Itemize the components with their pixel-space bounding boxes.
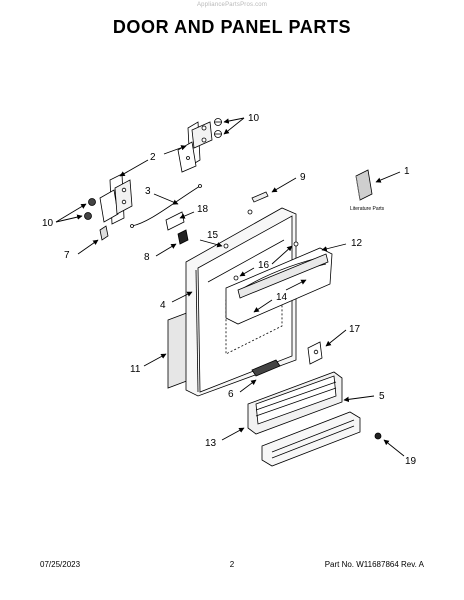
kick-panel-5-drawing	[247, 371, 343, 435]
callout-19: 19	[405, 456, 417, 467]
leader-1	[375, 171, 401, 183]
outer-panel-12-drawing	[225, 247, 333, 325]
callout-6: 6	[228, 389, 234, 400]
leader-10b2	[55, 214, 83, 223]
footer-page-number: 2	[229, 560, 235, 569]
callout-12: 12	[351, 238, 363, 249]
leader-15	[199, 239, 223, 248]
leader-10a	[223, 117, 245, 124]
callout-18: 18	[197, 204, 209, 215]
callout-14: 14	[276, 292, 288, 303]
toe-panel-13-drawing	[261, 411, 361, 467]
clip-8-drawing	[177, 229, 189, 245]
leader-14b	[253, 299, 273, 313]
screw-10-left-drawing	[84, 198, 96, 220]
leader-6	[239, 379, 257, 393]
leader-2	[163, 145, 187, 155]
screw-19-drawing	[374, 432, 382, 440]
literature-label: Literature Parts	[350, 206, 385, 212]
leader-2b	[119, 159, 149, 177]
callout-17: 17	[349, 324, 361, 335]
callout-13: 13	[205, 438, 217, 449]
callout-7: 7	[64, 250, 70, 261]
leader-11	[143, 353, 167, 367]
callout-8: 8	[144, 252, 150, 263]
callout-4: 4	[160, 300, 166, 311]
callout-5: 5	[379, 391, 385, 402]
leader-3	[153, 193, 179, 205]
screws-15-16-drawing	[223, 209, 299, 281]
footer-part-number: Part No. W11687864 Rev. A	[324, 560, 424, 569]
callout-10-left: 10	[42, 218, 54, 229]
cable-3-drawing	[130, 184, 202, 228]
callout-16: 16	[258, 260, 270, 271]
callout-9: 9	[300, 172, 306, 183]
leader-16b	[271, 245, 293, 265]
callout-10-right: 10	[248, 113, 260, 124]
footer-date: 07/25/2023	[40, 560, 81, 569]
leader-8	[155, 243, 177, 257]
bracket-9-drawing	[251, 191, 269, 203]
latch-17-drawing	[307, 341, 323, 365]
clip-7-drawing	[99, 225, 109, 241]
watermark: AppliancePartsPros.com	[196, 2, 268, 8]
leader-10b	[55, 203, 87, 223]
vent-6-drawing	[251, 359, 281, 377]
leader-10a2	[223, 117, 245, 135]
screw-10-right-drawing	[214, 118, 222, 138]
leader-12	[321, 243, 347, 252]
callout-2: 2	[150, 152, 156, 163]
callout-1: 1	[404, 166, 410, 177]
leader-7	[77, 239, 99, 255]
leader-16a	[239, 267, 255, 277]
page-title: DOOR AND PANEL PARTS	[112, 17, 352, 37]
bracket-18-drawing	[165, 211, 185, 231]
leader-4	[171, 291, 193, 303]
literature-1-drawing	[355, 169, 373, 201]
callout-11: 11	[130, 364, 141, 375]
leader-14a	[285, 279, 307, 291]
hinge-left-drawing	[99, 173, 133, 225]
callout-3: 3	[145, 186, 151, 197]
leader-13	[221, 427, 245, 441]
leader-18	[179, 211, 195, 219]
leader-9	[271, 177, 297, 193]
leader-17	[325, 329, 347, 347]
callout-15: 15	[207, 230, 219, 241]
leader-5	[343, 395, 375, 403]
leader-19	[383, 439, 405, 457]
